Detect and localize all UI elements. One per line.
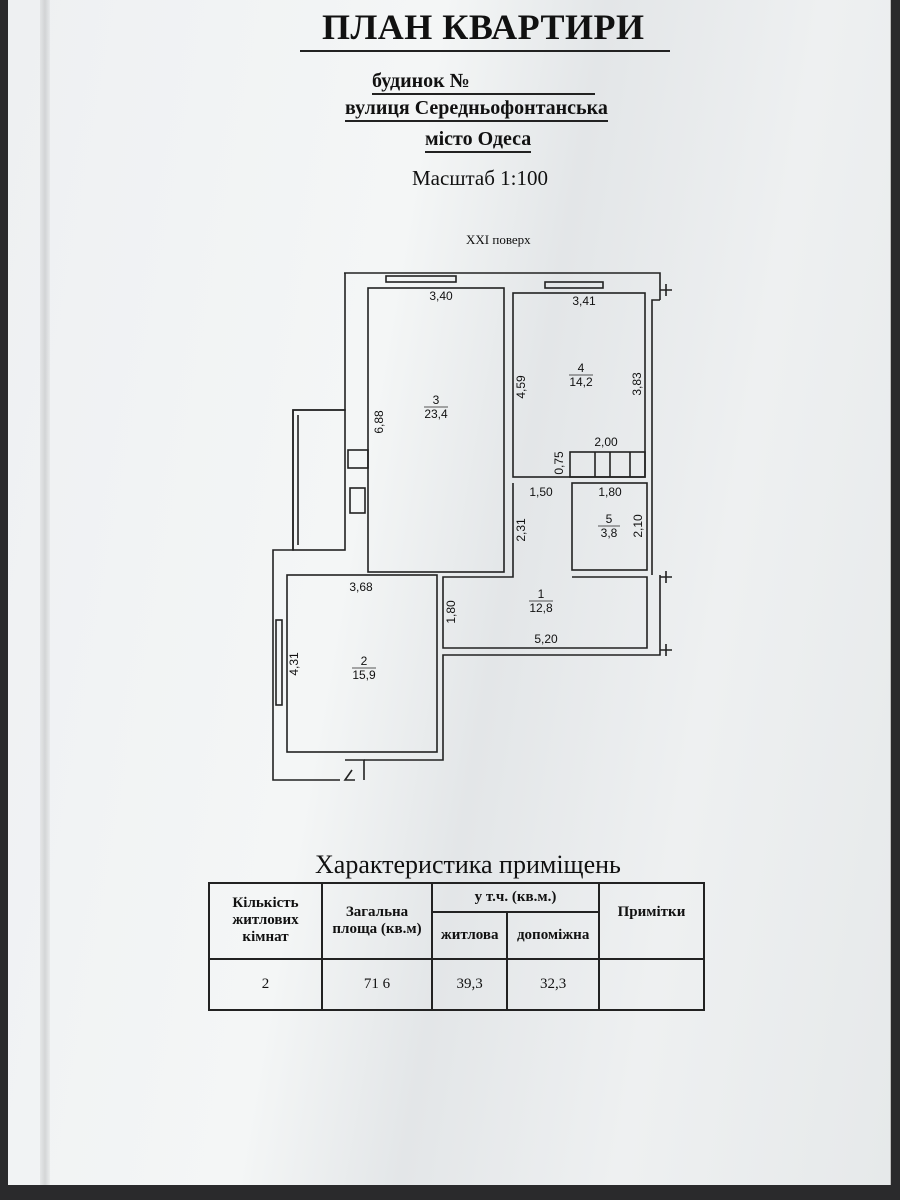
- dim-label: 3,41: [572, 294, 596, 308]
- dim-label: 2,10: [631, 514, 645, 538]
- room-4-area: 14,2: [569, 375, 593, 389]
- dim-label: 5,20: [534, 632, 558, 646]
- page-fold: [40, 0, 50, 1185]
- room-2-area: 15,9: [352, 668, 376, 682]
- header-notes: Примітки: [598, 882, 705, 960]
- floor-label: XXI поверх: [466, 232, 531, 247]
- dim-label: 0,75: [552, 451, 566, 475]
- header-living: житлова: [430, 910, 509, 960]
- balcony-outline: [292, 409, 346, 551]
- outer-wall-right: [364, 299, 661, 761]
- window-room-3: [385, 275, 457, 283]
- room-1-outline: [442, 483, 648, 649]
- characteristics-title: Характеристика приміщень: [315, 850, 621, 879]
- room-2-number: 2: [361, 654, 368, 668]
- room-1-area: 12,8: [529, 601, 553, 615]
- dim-label: 1,50: [529, 485, 553, 499]
- room-2-outline: [286, 574, 438, 753]
- dim-label: 2,00: [594, 435, 618, 449]
- header-including: у т.ч. (кв.м.): [431, 882, 600, 913]
- cell-notes: [598, 957, 705, 1012]
- room-3-outline: [367, 287, 505, 573]
- dim-label: 4,59: [514, 375, 528, 399]
- window-room-4: [544, 281, 604, 289]
- cell-total-area: 71 6: [321, 957, 433, 1012]
- dim-label: 3,83: [630, 372, 644, 396]
- cell-living: 39,3: [430, 957, 509, 1012]
- dim-label: 6,88: [372, 410, 386, 434]
- building-line: будинок №: [372, 70, 595, 95]
- table-row: 2 71 6 39,3 32,3: [208, 957, 705, 1012]
- cell-rooms-count: 2: [208, 957, 323, 1012]
- page-title: ПЛАН КВАРТИРИ: [300, 6, 670, 52]
- dim-label: 1,80: [598, 485, 622, 499]
- header-auxiliary: допоміжна: [506, 910, 600, 960]
- wall-tick: [660, 284, 672, 296]
- characteristics-table: Кількість житлових кімнат Загальна площа…: [208, 882, 705, 1012]
- window-balcony: [347, 449, 369, 469]
- door-balcony: [349, 487, 366, 514]
- city-line: місто Одеса: [425, 128, 532, 153]
- room-1-number: 1: [538, 587, 545, 601]
- header-total-area: Загальна площа (кв.м): [321, 882, 433, 960]
- dim-label: 3,40: [429, 289, 453, 303]
- dim-label: 2,31: [514, 518, 528, 542]
- dim-label: 1,80: [444, 600, 458, 624]
- room-5-outline: [571, 482, 648, 571]
- scale-label: Масштаб 1:100: [412, 166, 549, 190]
- header-rooms-count: Кількість житлових кімнат: [208, 882, 323, 960]
- window-room-2: [275, 619, 283, 706]
- building-text: будинок №: [372, 70, 470, 92]
- room-5-number: 5: [606, 512, 613, 526]
- street-line: вулиця Середньофонтанська: [345, 97, 608, 122]
- dim-label: 3,68: [349, 580, 373, 594]
- room-3-number: 3: [433, 393, 440, 407]
- entry-door-mark: [343, 769, 355, 781]
- wall-tick: [660, 571, 672, 583]
- wall-tick: [660, 644, 672, 656]
- wardrobe-outline: [569, 451, 646, 478]
- room-5-area: 3,8: [601, 526, 618, 540]
- cell-auxiliary: 32,3: [506, 957, 600, 1012]
- room-3-area: 23,4: [424, 407, 448, 421]
- room-4-number: 4: [578, 361, 585, 375]
- dim-label: 4,31: [287, 652, 301, 676]
